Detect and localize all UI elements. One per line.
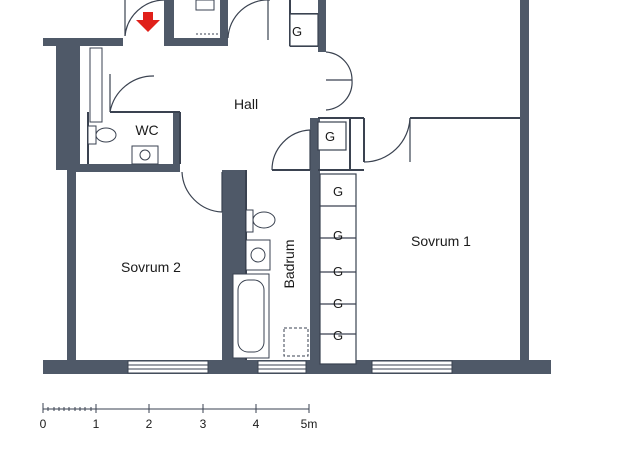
wall-top-bath-right xyxy=(220,0,228,46)
badrum-toilet-icon xyxy=(252,211,276,229)
closet-label: G xyxy=(333,264,343,279)
scale-label: 0 xyxy=(40,417,47,431)
wall-right-lower xyxy=(520,118,529,368)
closet-label: G xyxy=(333,296,343,311)
door-double-swing-top xyxy=(325,51,353,81)
closet-label: G xyxy=(333,228,343,243)
door-wc-swing xyxy=(109,75,155,113)
entrance-arrow-icon xyxy=(136,12,160,32)
wall-top-bath-left xyxy=(164,0,174,46)
closet-label: G xyxy=(325,129,335,144)
closet-labels: G G G G G G G xyxy=(292,24,343,343)
door-sovrum2-swing xyxy=(181,171,223,213)
wc-toilet-icon xyxy=(95,127,117,143)
walls xyxy=(43,0,551,374)
door-badrum-swing xyxy=(271,129,311,171)
scale-minor-ticks xyxy=(47,407,92,411)
room-labels: Hall WC Sovrum 1 Sovrum 2 Badrum xyxy=(121,96,471,289)
scale-labels: 0 1 2 3 4 5m xyxy=(40,417,318,431)
wc-toilet-tank xyxy=(87,125,97,145)
scale-label: 2 xyxy=(146,417,153,431)
door-top-bath-swing xyxy=(227,0,270,39)
closet-hall xyxy=(317,121,347,151)
fixtures xyxy=(87,0,309,359)
room-label-wc: WC xyxy=(135,122,158,138)
window-sovrum1 xyxy=(371,360,453,374)
wall-wc-right xyxy=(173,112,180,172)
wall-top-right xyxy=(318,0,326,52)
closet-label: G xyxy=(333,328,343,343)
scale-label: 4 xyxy=(253,417,260,431)
window-badrum xyxy=(257,360,307,374)
top-bath-fixture xyxy=(195,0,215,11)
wall-left-lower xyxy=(67,170,76,368)
closet-label: G xyxy=(292,24,302,39)
wall-right-upper xyxy=(520,0,529,118)
scale-label: 5m xyxy=(301,417,318,431)
thin-walls xyxy=(87,0,520,360)
wall-middle-right xyxy=(310,118,320,368)
washer-outline xyxy=(283,327,309,357)
windows xyxy=(127,360,453,374)
window-sovrum2 xyxy=(127,360,209,374)
door-sovrum1-swing xyxy=(363,117,411,163)
room-label-badrum: Badrum xyxy=(281,239,297,288)
closet-top xyxy=(289,13,319,47)
door-double-swing-bottom xyxy=(325,79,353,111)
closet-label: G xyxy=(333,184,343,199)
scale-label: 1 xyxy=(93,417,100,431)
wc-bench xyxy=(89,47,103,123)
scale-label: 3 xyxy=(200,417,207,431)
room-label-hall: Hall xyxy=(234,96,258,112)
wall-wc-bottom xyxy=(67,164,179,172)
room-label-sovrum2: Sovrum 2 xyxy=(121,259,181,275)
scale-bar xyxy=(42,403,310,413)
wall-left-upper xyxy=(56,38,80,170)
wall-top-left xyxy=(43,38,123,46)
wall-top-bath-bottom xyxy=(164,38,228,46)
room-label-sovrum1: Sovrum 1 xyxy=(411,233,471,249)
closets xyxy=(289,13,357,365)
doors xyxy=(109,0,411,213)
door-entrance-swing xyxy=(124,0,165,37)
